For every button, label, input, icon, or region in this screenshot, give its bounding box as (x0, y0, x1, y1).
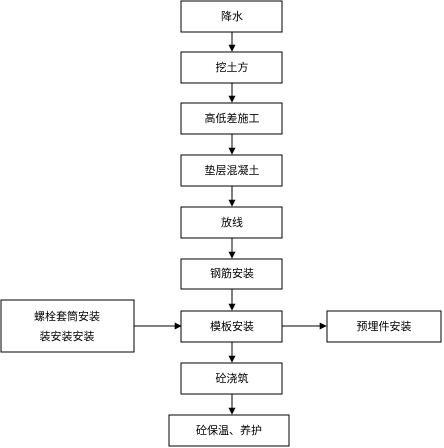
step-label-3: 高低差施工 (205, 111, 260, 125)
step-box-6: 钢筋安装 (180, 258, 283, 290)
step-label-9: 砼保温、养护 (196, 423, 262, 437)
step-label-2: 挖土方 (216, 60, 249, 74)
step-label-7: 模板安装 (210, 319, 254, 333)
side-input-label-line2: 装安装安装 (40, 329, 95, 343)
step-box-4: 垫层混凝土 (180, 154, 283, 187)
step-box-8: 砼浇筑 (180, 362, 283, 395)
side-output-label: 预埋件安装 (357, 319, 412, 333)
step-label-8: 砼浇筑 (216, 371, 249, 385)
step-box-5: 放线 (180, 206, 283, 239)
step-box-2: 挖土方 (180, 51, 283, 84)
side-input-box: 螺栓套筒安装 装安装安装 (0, 299, 135, 353)
step-box-7: 模板安装 (180, 310, 283, 343)
side-input-label-line1: 螺栓套筒安装 (34, 309, 100, 323)
side-output-box: 预埋件安装 (326, 310, 442, 343)
step-label-5: 放线 (221, 215, 243, 229)
step-label-1: 降水 (221, 9, 243, 23)
step-box-9: 砼保温、养护 (168, 414, 290, 447)
step-label-4: 垫层混凝土 (205, 163, 260, 177)
step-label-6: 钢筋安装 (210, 266, 254, 280)
step-box-1: 降水 (180, 0, 283, 33)
step-box-3: 高低差施工 (180, 102, 283, 135)
